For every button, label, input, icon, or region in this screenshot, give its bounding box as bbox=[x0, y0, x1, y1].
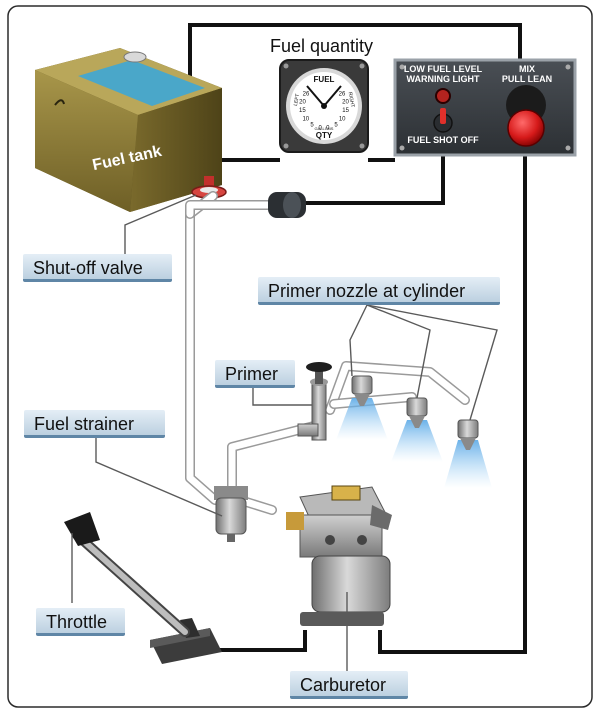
leader-lines bbox=[71, 194, 498, 673]
wiring bbox=[188, 23, 527, 654]
fuel-quantity-title: Fuel quantity bbox=[270, 36, 374, 56]
fuel-quantity-gauge bbox=[279, 59, 369, 153]
gauge-unit: GALLONS bbox=[315, 126, 334, 131]
fuel-strainer bbox=[214, 486, 248, 542]
gauge-tick-left-0: 0 bbox=[319, 126, 323, 132]
gauge-left-label: LEFT bbox=[293, 93, 301, 106]
primer bbox=[297, 362, 332, 441]
callout-primer-nozzle: Primer nozzle at cylinder bbox=[258, 277, 500, 305]
fuel-shutoff-toggle bbox=[433, 108, 453, 133]
low-fuel-label-line2: WARNING LIGHT bbox=[407, 74, 480, 84]
mixture-knob bbox=[506, 85, 546, 147]
gauge-tick-left-4: 20 bbox=[299, 99, 306, 105]
gauge-tick-right-2: 10 bbox=[339, 116, 346, 122]
throttle bbox=[64, 512, 222, 664]
fuel-lines bbox=[185, 191, 470, 515]
gauge-qty-label: QTY bbox=[316, 131, 333, 140]
gauge-right-label: RIGHT bbox=[347, 92, 356, 108]
frame-border bbox=[7, 5, 593, 708]
control-panel bbox=[393, 58, 577, 157]
primer-nozzles bbox=[336, 375, 492, 488]
low-fuel-label-line1: LOW FUEL LEVEL bbox=[404, 64, 483, 74]
gauge-tick-left-2: 10 bbox=[302, 116, 309, 122]
gauge-tick-left-3: 15 bbox=[299, 108, 306, 114]
fuel-shutoff-label: FUEL SHOT OFF bbox=[407, 135, 479, 145]
callout-throttle: Throttle bbox=[36, 608, 125, 636]
gauge-tick-right-4: 20 bbox=[342, 99, 349, 105]
callout-carburetor: Carburetor bbox=[290, 671, 408, 699]
fuel-surface bbox=[78, 60, 205, 106]
gauge-tick-right-0: 0 bbox=[326, 126, 330, 132]
callout-shutoff-valve: Shut-off valve bbox=[23, 254, 172, 282]
filler-cap bbox=[123, 51, 147, 63]
low-fuel-warning-light bbox=[435, 88, 451, 104]
fuel-tank bbox=[35, 48, 222, 212]
callout-fuel-strainer: Fuel strainer bbox=[24, 410, 165, 438]
gauge-tick-right-3: 15 bbox=[342, 108, 349, 114]
gauge-title: FUEL bbox=[314, 75, 335, 84]
carburetor bbox=[286, 485, 392, 626]
gauge-tick-right-1: 5 bbox=[334, 123, 338, 129]
callout-primer: Primer bbox=[215, 360, 295, 388]
mix-label-line1: MIX bbox=[519, 64, 535, 74]
gauge-tick-right-5: 26 bbox=[339, 91, 346, 97]
mix-label-line2: PULL LEAN bbox=[502, 74, 552, 84]
gauge-tick-left-5: 26 bbox=[303, 91, 310, 97]
inline-fitting bbox=[268, 192, 306, 218]
gauge-tick-left-1: 5 bbox=[310, 123, 314, 129]
